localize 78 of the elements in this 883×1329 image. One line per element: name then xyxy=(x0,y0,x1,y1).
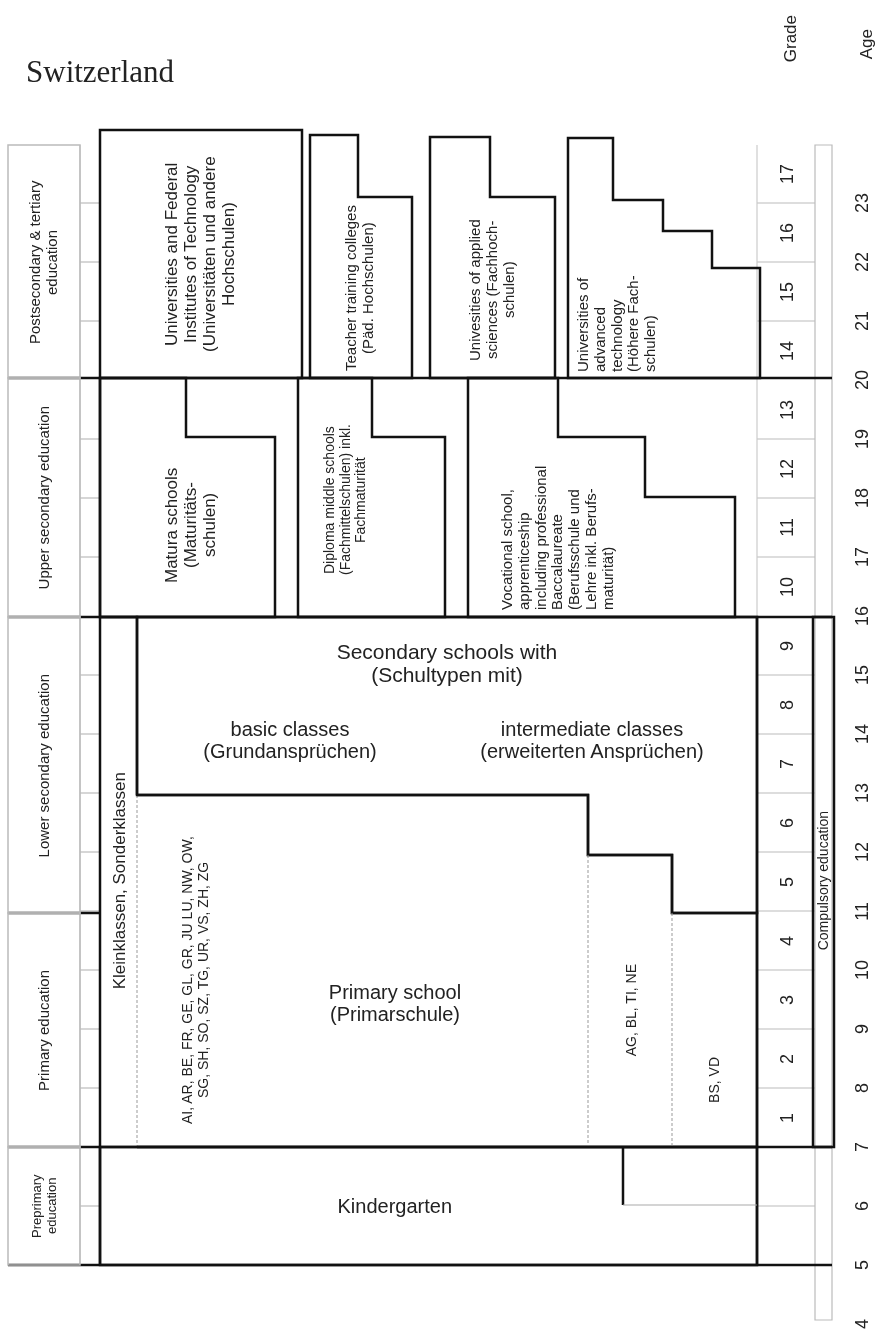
age-number: 19 xyxy=(852,429,873,450)
age-number: 23 xyxy=(852,193,873,214)
school-label: Secondary schools with (Schultypen mit) xyxy=(335,639,559,687)
age-number: 16 xyxy=(852,606,873,627)
age-number: 15 xyxy=(852,665,873,686)
age-number: 18 xyxy=(852,488,873,509)
school-box xyxy=(298,378,445,617)
school-box xyxy=(100,130,302,378)
canton-list: AI, AR, BE, FR, GE, GL, GR, JU LU, NW, OW, SG, SH, SO, SZ, TG, UR, VS, ZH, ZG xyxy=(179,825,211,1135)
school-box xyxy=(310,135,412,378)
school-label: Kleinklassen, Sonderklassen xyxy=(109,771,129,989)
age-number: 21 xyxy=(852,311,873,332)
age-number: 14 xyxy=(852,724,873,745)
school-label: Universities and Federal Institutes of Technology (Universitäten und andere Hochschulen) xyxy=(162,155,239,354)
school-label: Univesities of applied sciences (Fachhoch- schulen) xyxy=(467,218,518,363)
school-label: Primary school (Primarschule) xyxy=(327,980,463,1026)
age-number: 9 xyxy=(852,1024,873,1034)
age-number: 6 xyxy=(852,1201,873,1211)
grade-number: 17 xyxy=(777,163,798,184)
grade-number: 3 xyxy=(777,994,798,1005)
level-box xyxy=(8,378,80,617)
grade-number: 11 xyxy=(777,518,798,537)
age-number: 20 xyxy=(852,370,873,391)
grade-number: 10 xyxy=(777,576,798,597)
school-box xyxy=(100,1147,757,1265)
school-column xyxy=(100,617,137,1147)
title: Switzerland xyxy=(26,54,175,90)
age-number: 10 xyxy=(852,960,873,981)
level-box xyxy=(8,145,80,378)
level-label: Primary education xyxy=(35,969,53,1091)
grade-number: 2 xyxy=(777,1053,798,1064)
grade-number: 1 xyxy=(777,1112,798,1123)
age-number: 7 xyxy=(852,1142,873,1152)
grade-number: 14 xyxy=(777,340,798,361)
school-box xyxy=(430,137,555,378)
level-label: Postsecondary & tertiary education xyxy=(27,179,61,346)
axis-title: Age xyxy=(856,29,876,60)
age-number: 4 xyxy=(852,1319,873,1329)
school-label: Kindergarten xyxy=(337,1195,453,1218)
level-box xyxy=(8,913,80,1147)
grade-number: 16 xyxy=(777,222,798,243)
school-area xyxy=(137,795,757,1147)
age-number: 8 xyxy=(852,1083,873,1093)
axis-title: Grade xyxy=(780,14,800,62)
grade-number: 7 xyxy=(777,758,798,769)
age-number: 13 xyxy=(852,783,873,804)
grade-number: 4 xyxy=(777,935,798,946)
compulsory-band xyxy=(813,617,834,1147)
grade-number: 5 xyxy=(777,876,798,887)
school-label: Matura schools (Maturitäts- schulen) xyxy=(161,466,219,585)
school-label: basic classes (Grundansprüchen) xyxy=(202,717,378,763)
grade-number: 8 xyxy=(777,699,798,710)
level-label: Lower secondary education xyxy=(35,673,53,857)
grade-number: 12 xyxy=(777,458,798,479)
school-box xyxy=(468,378,735,617)
school-label: Vocational school, apprenticeship including professional Baccalaureate (Berufsschule und Lehre inkl. Berufs- maturität) xyxy=(499,464,617,610)
school-box xyxy=(100,378,275,617)
canton-list: AG, BL, TI, NE xyxy=(624,964,640,1057)
level-label: Upper secondary education xyxy=(35,405,53,589)
grade-number: 13 xyxy=(777,399,798,420)
school-label: Universities of advanced technology (Höhere Fach- schulen) xyxy=(575,274,659,372)
age-number: 5 xyxy=(852,1260,873,1270)
school-label: Diploma middle schools (Fachmittelschulen) inkl. Fachmaturität xyxy=(321,423,369,578)
school-box xyxy=(568,138,760,378)
school-label: Teacher training colleges (Päd. Hochschulen) xyxy=(343,204,377,373)
level-box xyxy=(8,1147,80,1265)
age-number: 22 xyxy=(852,252,873,273)
grade-number: 15 xyxy=(777,281,798,302)
level-box xyxy=(8,617,80,913)
age-number: 17 xyxy=(852,547,873,568)
grade-number: 9 xyxy=(777,640,798,651)
canton-list: BS, VD xyxy=(707,1057,723,1103)
grade-number: 6 xyxy=(777,817,798,828)
level-label: Preprimary education xyxy=(29,1173,59,1240)
band-label: Compulsory education xyxy=(815,810,832,950)
age-number: 11 xyxy=(852,901,873,921)
age-number: 12 xyxy=(852,842,873,863)
school-label: intermediate classes (erweiterten Ansprüchen) xyxy=(479,717,705,763)
